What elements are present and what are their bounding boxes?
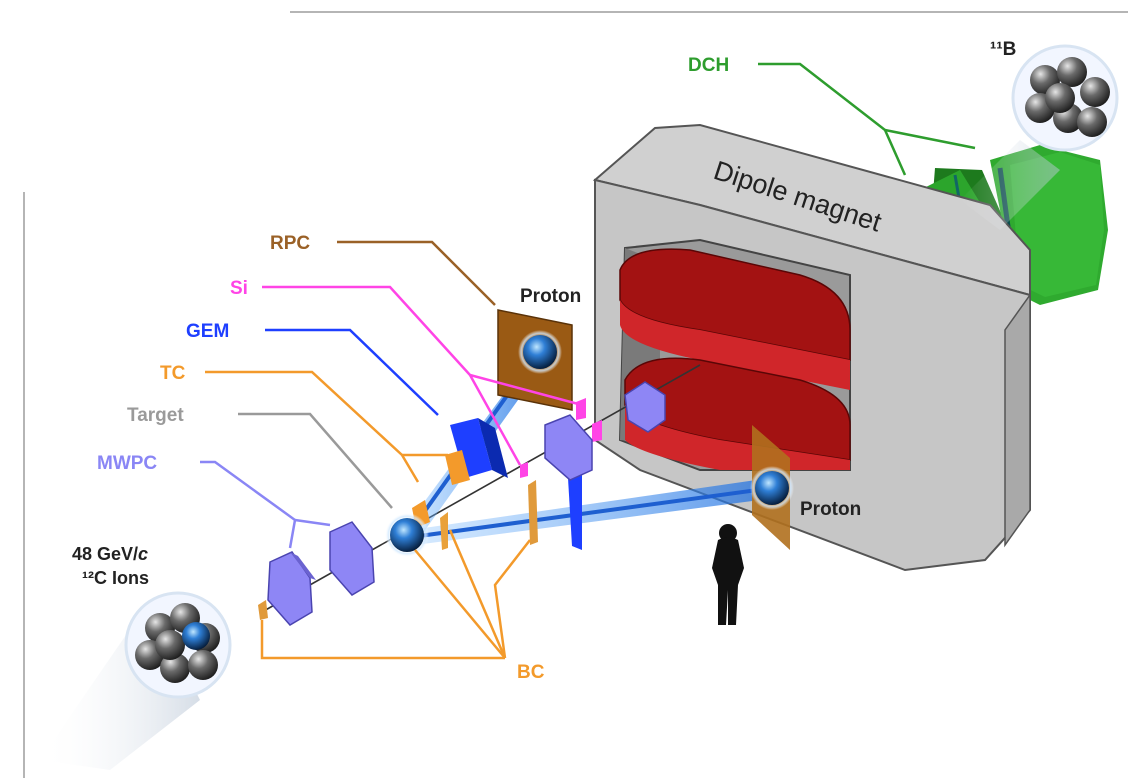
carbon-ion-nucleus bbox=[40, 591, 232, 770]
target-leader bbox=[238, 412, 393, 509]
bc-leader-4 bbox=[493, 539, 531, 659]
tc-leader bbox=[205, 370, 420, 483]
dch-label: DCH bbox=[688, 55, 729, 76]
proton-label-top: Proton bbox=[520, 286, 581, 307]
bc-counter-4 bbox=[258, 600, 268, 620]
mwpc-chambers bbox=[267, 381, 666, 626]
bc-leader-3 bbox=[448, 529, 507, 659]
beam-ion-label: ¹²C Ions bbox=[82, 568, 149, 588]
bc-leader-1 bbox=[260, 620, 505, 660]
si-leader bbox=[262, 285, 522, 466]
target-label: Target bbox=[127, 405, 184, 426]
tc-label: TC bbox=[160, 363, 186, 384]
gem-label: GEM bbox=[186, 321, 229, 342]
mwpc-leader-branch bbox=[294, 518, 331, 527]
person-silhouette bbox=[712, 524, 744, 625]
beam-energy-label: 48 GeV/c bbox=[72, 544, 148, 564]
si-detector-1 bbox=[520, 462, 528, 478]
proton-label-right: Proton bbox=[800, 499, 861, 520]
dch-leader bbox=[758, 62, 907, 176]
si-label: Si bbox=[230, 278, 248, 299]
target-vertex bbox=[385, 513, 429, 557]
bc-leader-2 bbox=[414, 549, 506, 659]
rpc-leader bbox=[337, 240, 496, 306]
tc-counter bbox=[445, 450, 470, 485]
dch-leader-branch bbox=[884, 128, 976, 150]
gem-detector bbox=[450, 418, 582, 550]
rpc-label: RPC bbox=[270, 233, 310, 254]
boron-label: ¹¹B bbox=[990, 39, 1016, 60]
si-detector-2 bbox=[576, 398, 586, 420]
proton-ball-right bbox=[750, 466, 794, 510]
si-leader-branch bbox=[469, 373, 583, 407]
bc-counter-3 bbox=[528, 480, 538, 545]
proton-ball-top bbox=[518, 330, 562, 374]
boron-nucleus bbox=[960, 44, 1119, 230]
mwpc-label: MWPC bbox=[97, 453, 157, 474]
si-detector-3 bbox=[592, 420, 602, 442]
mwpc-leader bbox=[200, 460, 297, 549]
bc-counter-2 bbox=[440, 512, 448, 550]
dipole-magnet: Dipole magnet bbox=[592, 123, 1031, 572]
bc-label: BC bbox=[517, 662, 545, 683]
gem-leader bbox=[265, 328, 439, 416]
